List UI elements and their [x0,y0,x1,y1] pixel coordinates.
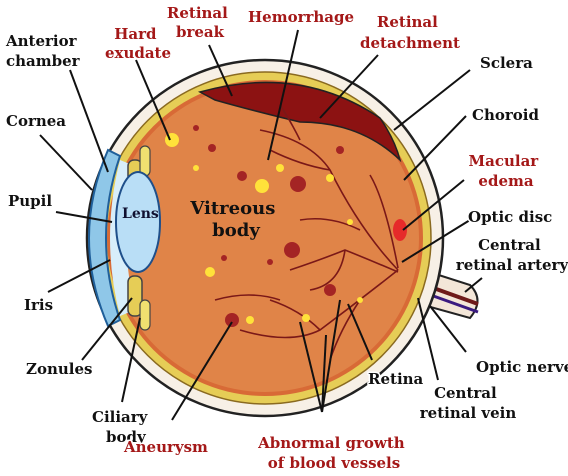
label-lens: Lens [122,206,159,222]
label-macular-edema: Macular edema [469,152,544,190]
label-hemorrhage: Hemorrhage [248,8,354,26]
label-pupil: Pupil [8,192,52,210]
label-choroid: Choroid [472,106,539,124]
label-anterior-chamber: Anterior chamber [5,32,82,70]
label-abnormal-growth: Abnormal growth of blood vessels [257,434,410,472]
label-optic-nerve: Optic nerve [476,358,568,376]
label-aneurysm: Aneurysm [123,438,208,456]
label-cornea: Cornea [6,112,66,130]
label-iris: Iris [24,296,53,314]
ciliary-upper-shape [140,146,150,176]
label-retinal-detachment: Retinal detachment [360,13,460,52]
label-retina: Retina [368,370,424,388]
optic-disc-shape [393,219,407,241]
label-central-retinal-artery: Central retinal artery [456,236,568,274]
label-hard-exudate: Hard exudate [105,25,171,62]
ciliary-lower-shape [140,300,150,330]
label-optic-disc: Optic disc [468,208,552,226]
label-retinal-break: Retinal break [167,4,233,41]
label-sclera: Sclera [480,54,533,72]
label-zonules: Zonules [26,360,92,378]
label-central-retinal-vein: Central retinal vein [420,384,517,422]
lens-shape [116,172,160,272]
